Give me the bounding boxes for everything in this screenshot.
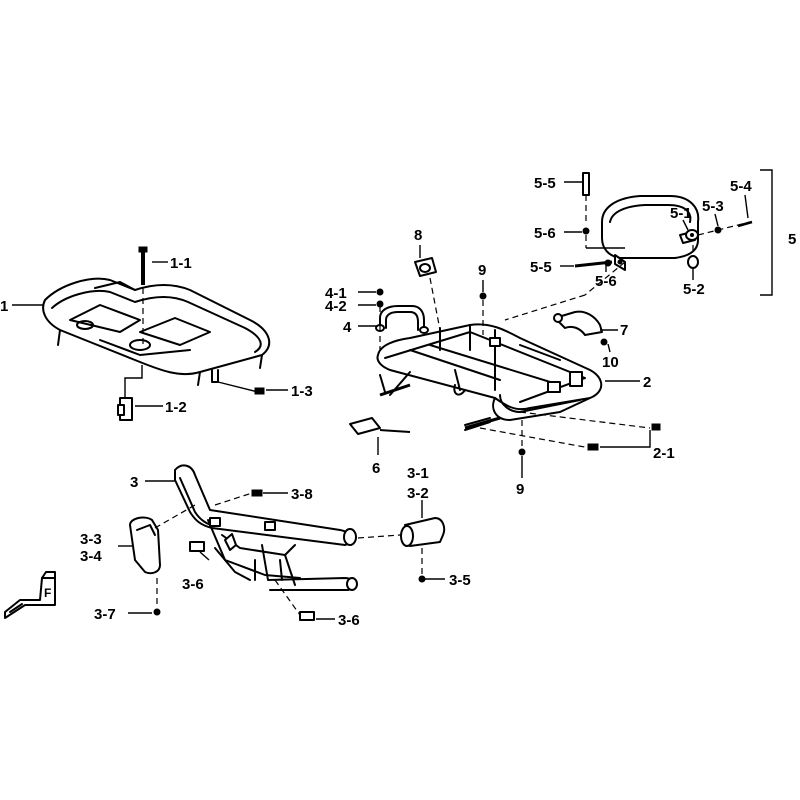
label-3: 3 xyxy=(130,474,138,491)
bolt-1-1 xyxy=(138,246,148,285)
label-2-1: 2-1 xyxy=(653,445,675,462)
label-3-8: 3-8 xyxy=(291,486,313,503)
hardware-5 xyxy=(504,220,753,321)
bolt-2-1 xyxy=(479,411,661,451)
label-10: 10 xyxy=(602,354,619,371)
label-5-5-b: 5-5 xyxy=(530,259,552,276)
rear-carrier-rack xyxy=(376,323,603,431)
label-1-2: 1-2 xyxy=(165,399,187,416)
bolt-3-8 xyxy=(214,489,263,506)
bolt-1-3 xyxy=(217,381,265,395)
label-8: 8 xyxy=(414,227,422,244)
front-mark-label: F xyxy=(44,586,51,600)
label-5-4: 5-4 xyxy=(730,178,752,195)
label-4-1: 4-1 xyxy=(325,285,347,302)
label-6: 6 xyxy=(372,460,380,477)
label-3-7: 3-7 xyxy=(94,606,116,623)
label-3-1: 3-1 xyxy=(407,465,429,482)
bolt-5-5 xyxy=(574,259,613,268)
front-carrier-rack xyxy=(42,277,271,386)
label-5-3: 5-3 xyxy=(702,198,724,215)
label-5-1: 5-1 xyxy=(670,205,692,222)
label-3-2: 3-2 xyxy=(407,485,429,502)
label-5-6-a: 5-6 xyxy=(534,225,556,242)
label-9-a: 9 xyxy=(478,262,486,279)
front-direction-arrow-icon xyxy=(4,571,56,619)
cover-3-3 xyxy=(129,504,196,616)
leader-lines xyxy=(12,181,749,620)
bracket-7 xyxy=(553,310,618,353)
label-9-b: 9 xyxy=(516,481,524,498)
label-7: 7 xyxy=(620,322,628,339)
pin-5-5 xyxy=(582,172,625,249)
label-4-2: 4-2 xyxy=(325,298,347,315)
label-3-6-a: 3-6 xyxy=(182,576,204,593)
label-4: 4 xyxy=(343,319,352,336)
label-3-3: 3-3 xyxy=(80,531,102,548)
backrest-5 xyxy=(601,195,700,271)
clip-8 xyxy=(414,245,441,331)
label-1-3: 1-3 xyxy=(291,383,313,400)
label-1: 1 xyxy=(0,298,8,315)
bracket-6 xyxy=(349,417,411,455)
label-5-5-a: 5-5 xyxy=(534,175,556,192)
label-2: 2 xyxy=(643,374,651,391)
label-3-5: 3-5 xyxy=(449,572,471,589)
label-3-6-b: 3-6 xyxy=(338,612,360,629)
label-5-6-b: 5-6 xyxy=(595,273,617,290)
label-5: 5 xyxy=(788,231,796,248)
bracket-1-2 xyxy=(117,365,143,421)
bracket-4 xyxy=(375,288,429,350)
cap-3-1 xyxy=(357,500,446,583)
front-bumper-3 xyxy=(174,464,358,621)
label-3-4: 3-4 xyxy=(80,548,102,565)
label-1-1: 1-1 xyxy=(170,255,192,272)
label-5-2: 5-2 xyxy=(683,281,705,298)
callout-labels: 1 1-1 1-2 1-3 2 2-1 3 3-1 3-2 3-3 3-4 3-… xyxy=(0,175,796,629)
